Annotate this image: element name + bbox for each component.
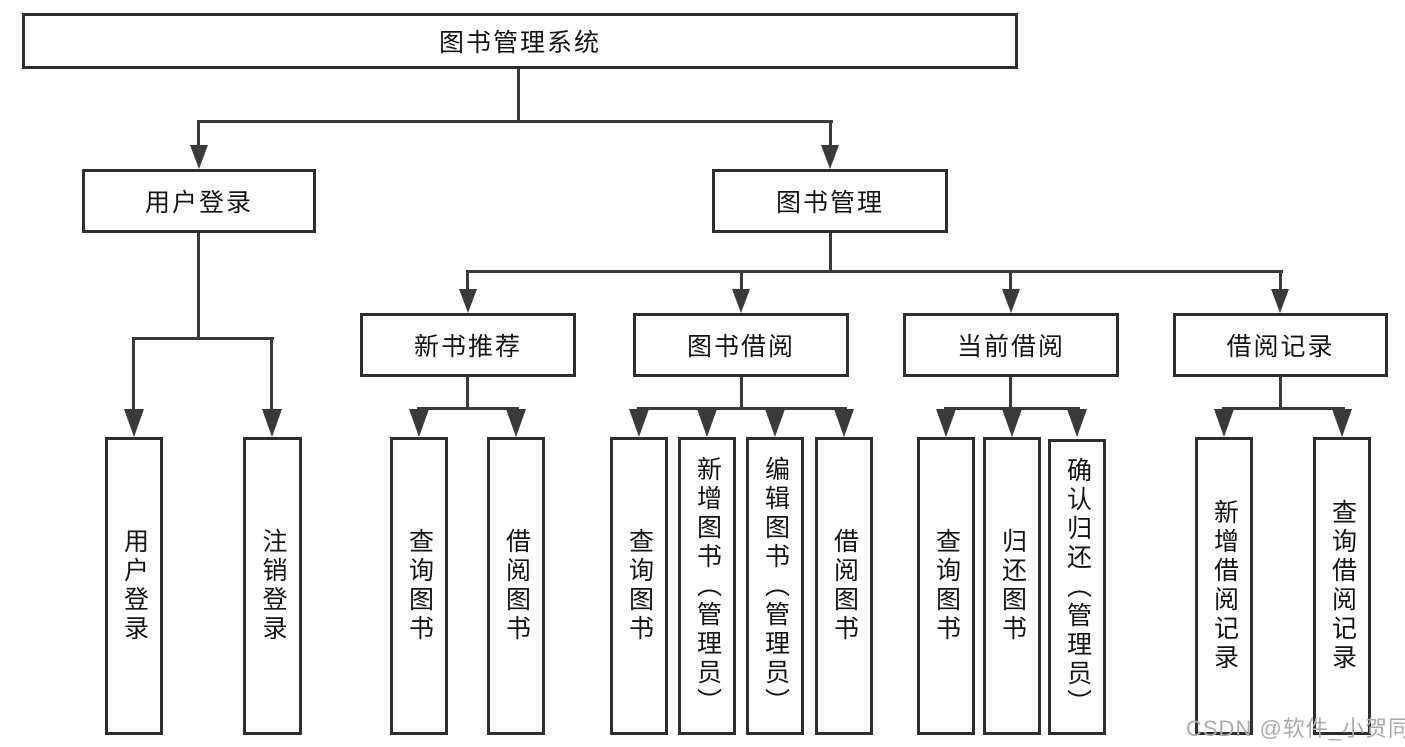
node-leaf-user-login: 用户登录 — [105, 437, 163, 735]
connector-arrow — [936, 409, 956, 437]
connector-arrow — [262, 409, 282, 437]
node-borrow-record-label: 借阅记录 — [1226, 333, 1335, 361]
node-leaf-edit-book-admin: 编辑图书（管理员） — [746, 437, 804, 735]
node-book-mgmt: 图书管理 — [712, 169, 948, 233]
node-leaf-query-borrow-record: 查询借阅记录 — [1313, 437, 1371, 735]
node-current-borrow-label: 当前借阅 — [956, 333, 1065, 361]
connector-arrow — [1332, 409, 1352, 437]
connector-line — [466, 270, 1283, 273]
connector-arrow — [409, 409, 429, 437]
connector-arrow — [1067, 409, 1087, 437]
connector-line — [637, 407, 847, 410]
node-root: 图书管理系统 — [22, 13, 1018, 69]
connector-line — [197, 233, 200, 337]
connector-arrow — [1271, 289, 1289, 313]
node-leaf-edit-book-admin-label: 编辑图书（管理员） — [761, 455, 790, 717]
csdn-watermark: CSDN @软件_小贺同学 — [1186, 716, 1405, 741]
node-leaf-borrow-book-2: 借阅图书 — [815, 437, 873, 735]
connector-arrow — [1214, 409, 1234, 437]
node-leaf-logout-label: 注销登录 — [259, 528, 287, 644]
node-root-label: 图书管理系统 — [438, 29, 601, 57]
connector-line — [417, 407, 519, 410]
node-leaf-query-book-2: 查询图书 — [610, 437, 668, 735]
connector-line — [466, 377, 469, 407]
connector-line — [270, 340, 273, 412]
connector-line — [1009, 377, 1012, 407]
connector-line — [132, 337, 274, 340]
connector-line — [1009, 273, 1012, 289]
connector-line — [1222, 407, 1345, 410]
connector-arrow — [697, 409, 717, 437]
connector-line — [829, 123, 832, 147]
connector-line — [1279, 273, 1282, 289]
connector-line — [740, 377, 743, 407]
connector-line — [740, 273, 743, 289]
node-leaf-return-book-label: 归还图书 — [998, 528, 1027, 644]
node-leaf-add-borrow-record: 新增借阅记录 — [1195, 437, 1253, 735]
node-leaf-return-book: 归还图书 — [983, 437, 1041, 735]
node-leaf-query-book-2-label: 查询图书 — [625, 528, 654, 644]
node-current-borrow: 当前借阅 — [903, 313, 1119, 377]
node-leaf-query-book-1-label: 查询图书 — [405, 528, 434, 644]
connector-arrow — [732, 289, 750, 313]
node-leaf-add-book-admin: 新增图书（管理员） — [678, 437, 736, 735]
node-leaf-add-borrow-record-label: 新增借阅记录 — [1210, 499, 1239, 673]
node-leaf-query-book-3-label: 查询图书 — [932, 528, 961, 644]
node-leaf-confirm-return-admin-label: 确认归还（管理员） — [1063, 456, 1092, 718]
node-new-book-rec: 新书推荐 — [360, 313, 576, 377]
connector-arrow — [124, 409, 144, 437]
node-leaf-query-book-3: 查询图书 — [917, 437, 975, 735]
connector-line — [517, 69, 520, 120]
connector-arrow — [506, 409, 526, 437]
connector-arrow — [821, 145, 839, 169]
connector-arrow — [629, 409, 649, 437]
node-leaf-logout: 注销登录 — [243, 437, 302, 735]
connector-line — [466, 273, 469, 289]
connector-line — [944, 407, 1080, 410]
connector-arrow — [1002, 289, 1020, 313]
node-leaf-borrow-book-1-label: 借阅图书 — [502, 528, 531, 644]
connector-arrow — [459, 289, 477, 313]
connector-arrow — [834, 409, 854, 437]
connector-arrow — [765, 409, 785, 437]
connector-line — [1279, 377, 1282, 407]
connector-line — [197, 120, 833, 123]
connector-arrow — [1002, 409, 1022, 437]
node-leaf-borrow-book-1: 借阅图书 — [487, 437, 545, 735]
node-book-mgmt-label: 图书管理 — [775, 189, 884, 217]
node-user-login: 用户登录 — [82, 169, 316, 233]
node-book-borrow-label: 图书借阅 — [686, 333, 795, 361]
node-borrow-record: 借阅记录 — [1173, 313, 1388, 377]
connector-line — [829, 233, 832, 270]
node-leaf-add-book-admin-label: 新增图书（管理员） — [693, 455, 722, 717]
connector-line — [132, 340, 135, 412]
node-leaf-borrow-book-2-label: 借阅图书 — [830, 528, 859, 644]
node-user-login-label: 用户登录 — [144, 189, 253, 217]
connector-arrow — [190, 145, 208, 169]
node-leaf-query-borrow-record-label: 查询借阅记录 — [1328, 499, 1357, 673]
node-leaf-query-book-1: 查询图书 — [390, 437, 448, 735]
node-leaf-user-login-label: 用户登录 — [120, 528, 149, 644]
node-leaf-confirm-return-admin: 确认归还（管理员） — [1048, 439, 1106, 735]
connector-line — [197, 123, 200, 147]
node-book-borrow: 图书借阅 — [633, 313, 849, 377]
node-new-book-rec-label: 新书推荐 — [413, 333, 522, 361]
